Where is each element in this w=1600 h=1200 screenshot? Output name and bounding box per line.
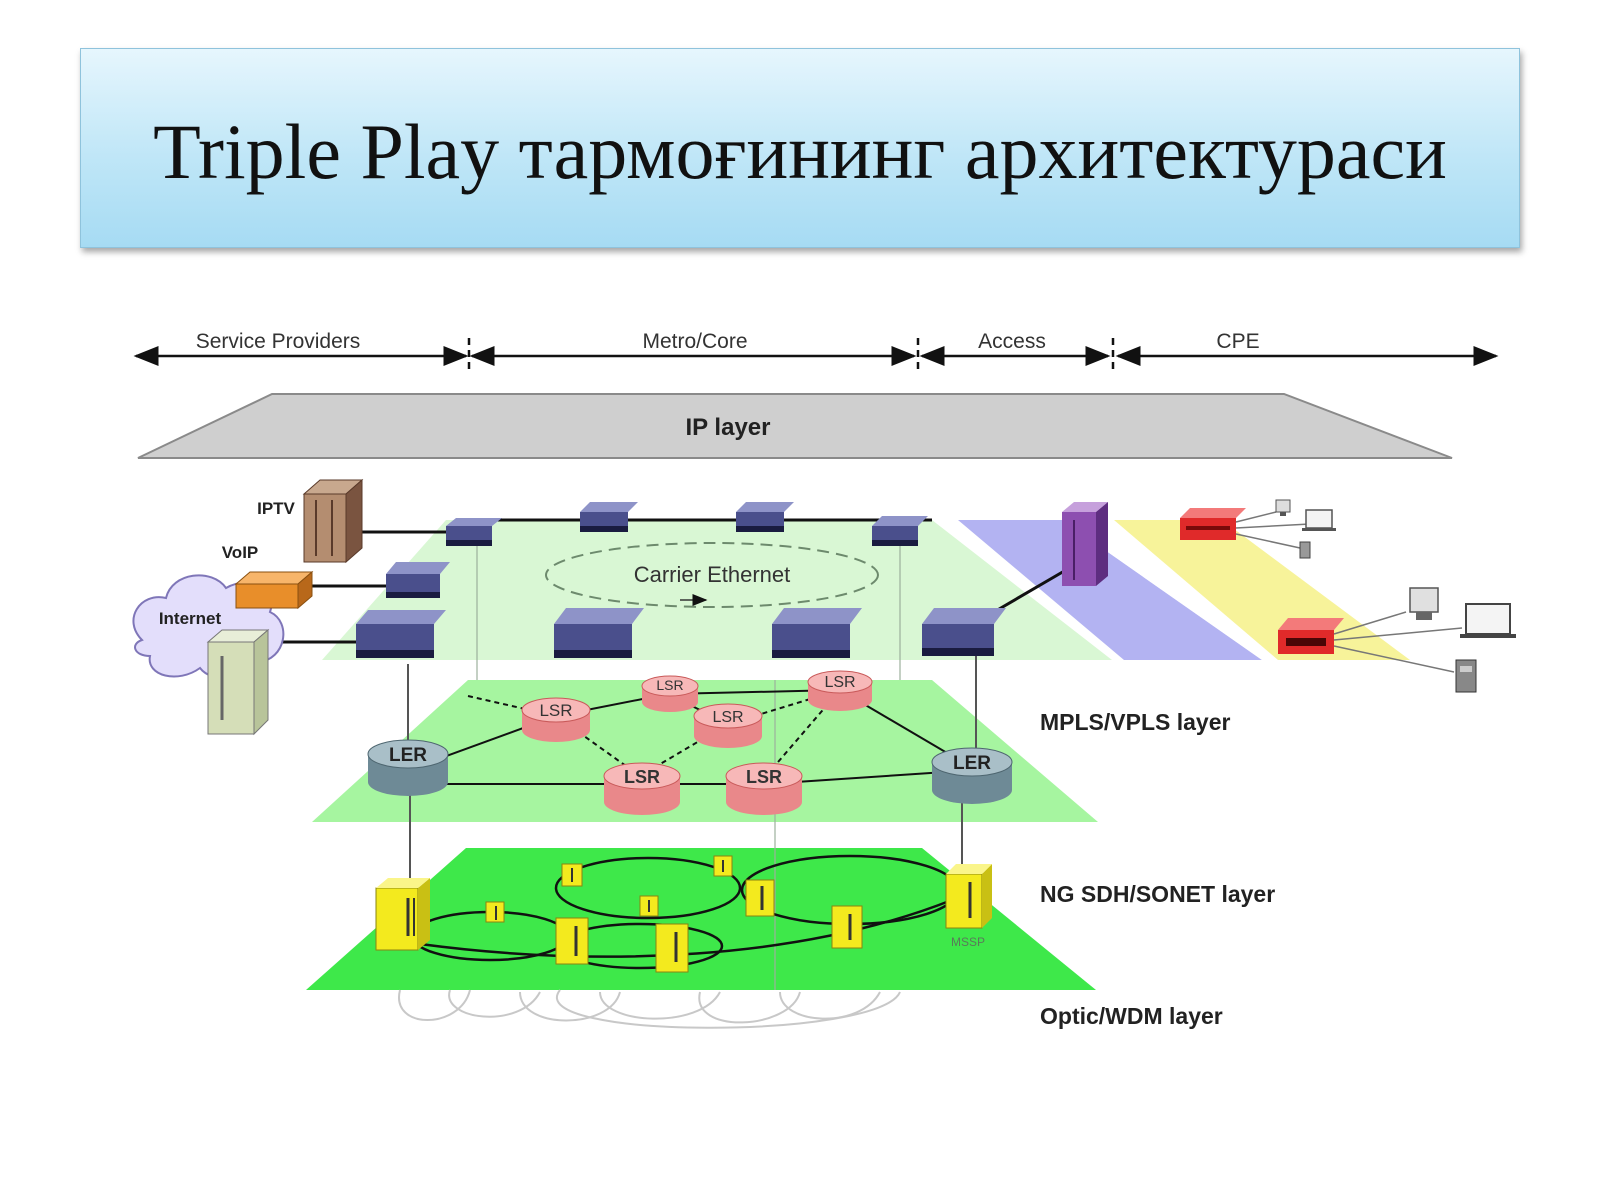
- laptop-icon: [1460, 603, 1516, 638]
- access-node-icon: [1062, 502, 1108, 586]
- pc-icon: [1409, 587, 1439, 620]
- laptop-icon: [1302, 509, 1336, 531]
- carrier-ethernet-plane: [322, 520, 1112, 660]
- adm-icon: [713, 855, 733, 877]
- switch-icon: [356, 610, 446, 658]
- segment-service-providers: Service Providers: [196, 330, 361, 353]
- optic-layer-label: Optic/WDM layer: [1040, 1003, 1223, 1029]
- svg-text:LSR: LSR: [712, 709, 743, 726]
- lsr-router-icon: LSR: [521, 697, 591, 742]
- voip-label: VoIP: [222, 543, 259, 562]
- title-banner: Triple Play тармоғининг архитектураси: [80, 48, 1520, 248]
- adm-icon: [375, 878, 430, 951]
- switch-icon: [386, 562, 450, 598]
- segment-metro-core: Metro/Core: [642, 330, 747, 353]
- svg-text:LSR: LSR: [656, 677, 683, 693]
- segment-scale: Service Providers Metro/Core Access CPE: [133, 330, 1499, 374]
- carrier-ethernet-ring: [545, 542, 879, 608]
- switch-icon: [554, 608, 644, 658]
- lsr-router-icon: LSR: [693, 703, 763, 748]
- switch-icon: [872, 516, 928, 546]
- svg-text:LSR: LSR: [624, 767, 660, 787]
- slide-title: Triple Play тармоғининг архитектураси: [153, 108, 1447, 195]
- lsr-router-icon: LSR: [807, 670, 873, 711]
- cpe-devices: [1180, 499, 1516, 693]
- ler-router-icon: LER: [931, 747, 1013, 804]
- adm-icon: [745, 879, 775, 917]
- internet-server-icon: [206, 628, 270, 736]
- phone-icon: [1299, 541, 1311, 559]
- svg-text:LER: LER: [953, 753, 991, 774]
- adm-icon: [945, 864, 992, 929]
- access-band: [958, 520, 1262, 660]
- iptv-server-icon: [302, 478, 364, 564]
- svg-text:LER: LER: [389, 745, 427, 766]
- mssp-label: MSSP: [951, 935, 985, 949]
- optic-fibers: [398, 989, 901, 1029]
- pc-icon: [1275, 499, 1291, 516]
- adm-icon: [639, 895, 659, 917]
- access-cpe-divider: [1062, 520, 1290, 660]
- svg-text:LSR: LSR: [539, 701, 572, 720]
- inter-layer-links: [407, 540, 977, 990]
- lsr-router-icon: LSR: [603, 762, 681, 815]
- home-gateway-icon: [1278, 618, 1344, 654]
- switch-icon: [922, 608, 1006, 656]
- ip-layer-plane: [137, 393, 1453, 459]
- adm-icon: [561, 863, 583, 887]
- ler-router-icon: LER: [367, 739, 449, 796]
- internet-label: Internet: [159, 609, 222, 628]
- segment-cpe: CPE: [1216, 330, 1259, 353]
- carrier-ethernet-label: Carrier Ethernet: [634, 562, 791, 587]
- adm-icon: [485, 901, 505, 923]
- adm-icon: [555, 917, 589, 965]
- switch-icon: [446, 518, 502, 546]
- mpls-layer-label: MPLS/VPLS layer: [1040, 709, 1231, 735]
- phone-icon: [1455, 659, 1477, 693]
- switch-icon: [736, 502, 794, 532]
- lsr-router-icon: LSR: [641, 675, 699, 712]
- ethernet-switches: [356, 502, 1006, 658]
- svg-text:LSR: LSR: [746, 767, 782, 787]
- adm-icon: [831, 905, 863, 949]
- svg-text:LSR: LSR: [824, 674, 855, 691]
- home-gateway-icon: [1180, 508, 1246, 540]
- adm-icon: [655, 923, 689, 973]
- switch-icon: [580, 502, 638, 532]
- mpls-plane: [312, 680, 1098, 822]
- lsr-router-icon: LSR: [725, 762, 803, 815]
- sdh-plane: [306, 848, 1096, 990]
- iptv-label: IPTV: [257, 499, 295, 518]
- switch-icon: [772, 608, 862, 658]
- voip-gateway-icon: [234, 570, 314, 610]
- ip-layer-label: IP layer: [686, 414, 771, 441]
- segment-access: Access: [978, 330, 1046, 353]
- sdh-adm-nodes: [375, 855, 992, 973]
- sdh-layer-label: NG SDH/SONET layer: [1040, 881, 1275, 907]
